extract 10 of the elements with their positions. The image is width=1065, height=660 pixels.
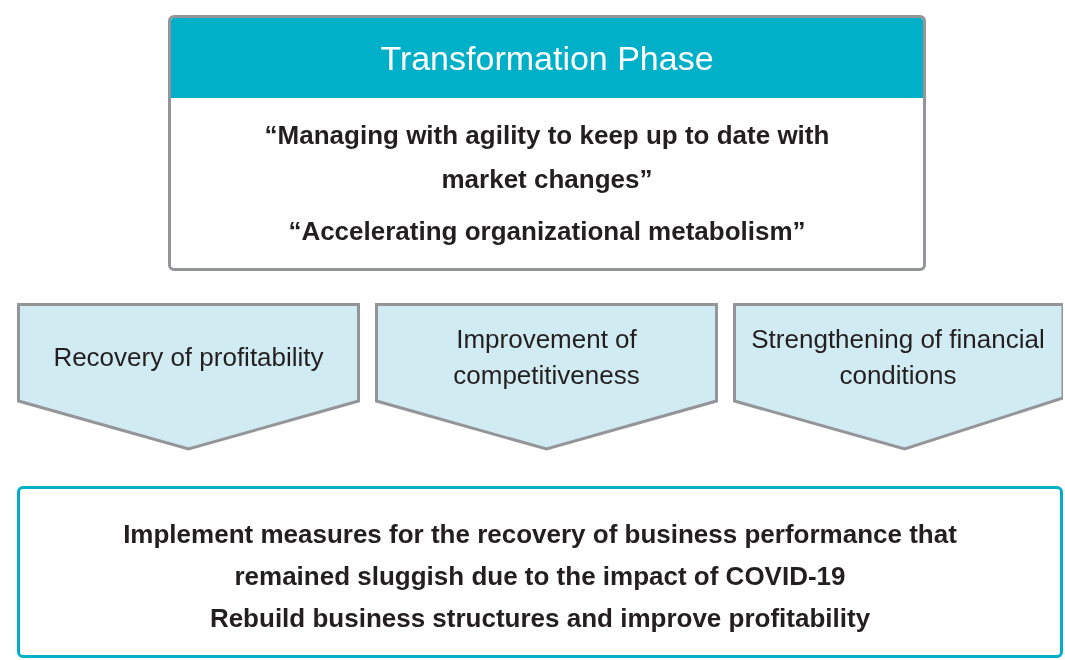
card-header: Transformation Phase [171,18,923,98]
quote-text: “Managing with agility to keep up to date with market changes” [263,119,831,196]
measure-text: Rebuild business structures and improve profitability [208,602,872,635]
chevron-label: Improvement of competitiveness [452,323,641,392]
quote-text: “Accelerating organizational metabolism” [288,215,806,248]
measure-text: Implement measures for the recovery of business performance that remained sluggish due to the impact of COVID-19 [122,518,958,593]
chevron-label: Strengthening of financial conditions [750,323,1046,392]
phase-card [168,15,926,271]
measures-panel [17,486,1063,658]
chevron-label: Recovery of profitability [53,341,324,374]
